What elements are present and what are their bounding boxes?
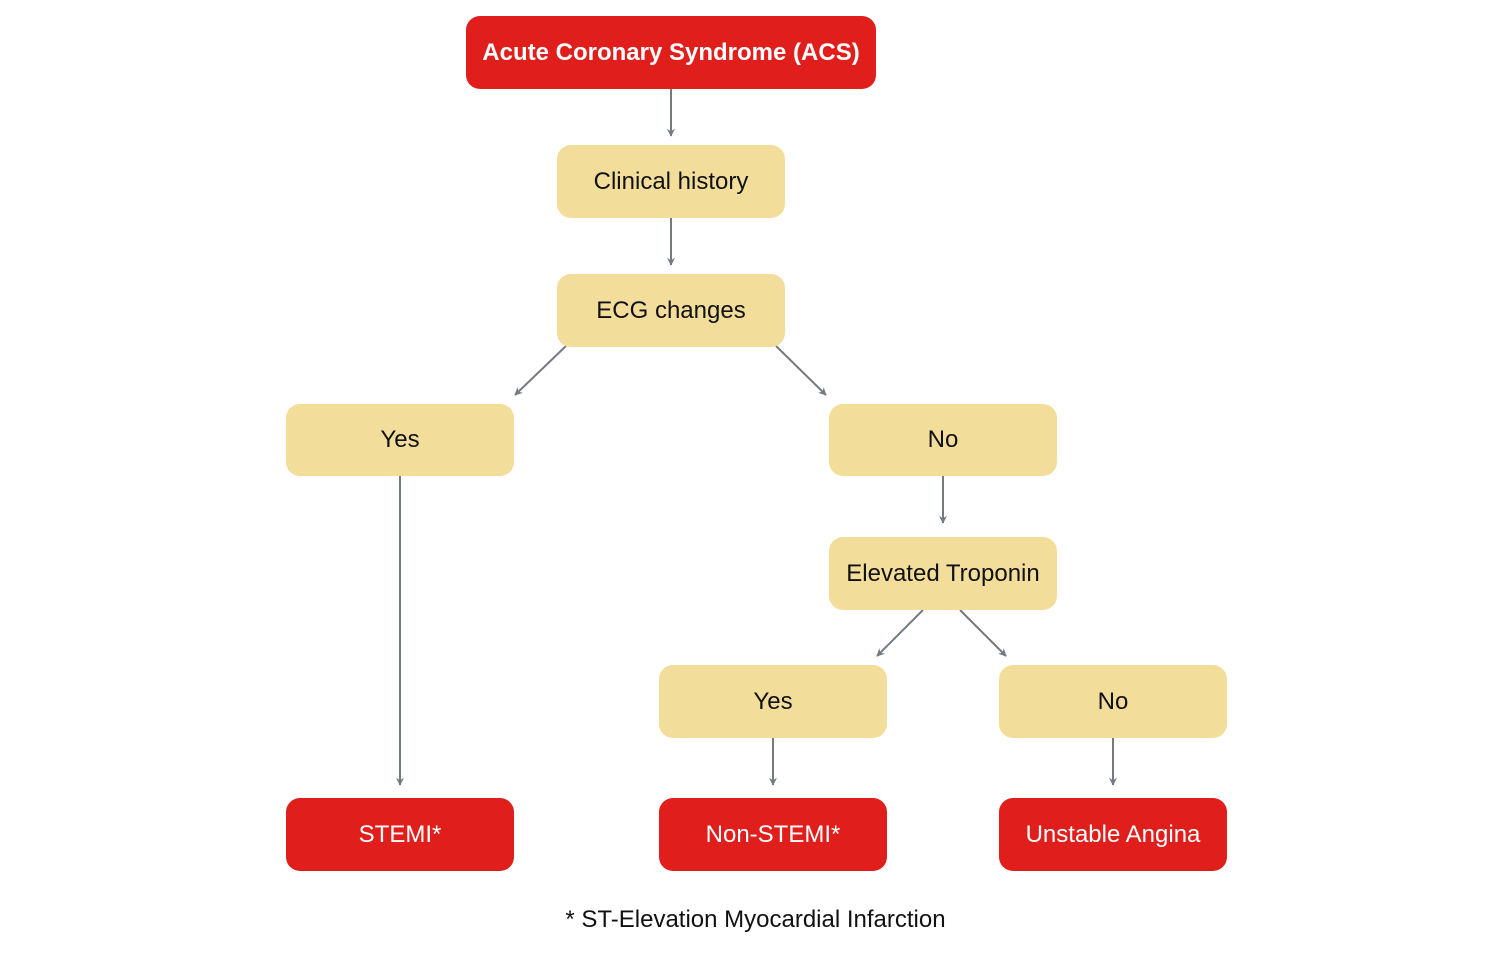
elevated-troponin-node: Elevated Troponin xyxy=(829,537,1057,610)
clinical-history-node: Clinical history xyxy=(557,145,785,218)
stemi-node: STEMI* xyxy=(286,798,514,871)
arrow-ecg-changes-to-no xyxy=(775,345,827,396)
footnote: * ST-Elevation Myocardial Infarction xyxy=(565,906,946,933)
acs-node: Acute Coronary Syndrome (ACS) xyxy=(466,16,876,89)
troponin-yes-node: Yes xyxy=(659,665,887,738)
ecg-no-node: No xyxy=(829,404,1057,476)
troponin-no-node: No xyxy=(999,665,1227,738)
arrow-ecg-changes-to-yes xyxy=(514,345,567,396)
ecg-yes-node: Yes xyxy=(286,404,514,476)
ecg-changes-node: ECG changes xyxy=(557,274,785,347)
non-stemi-node: Non-STEMI* xyxy=(659,798,887,871)
arrow-elevated-troponin-to-no xyxy=(959,609,1007,657)
unstable-angina-node: Unstable Angina xyxy=(999,798,1227,871)
arrow-elevated-troponin-to-yes xyxy=(876,609,924,657)
